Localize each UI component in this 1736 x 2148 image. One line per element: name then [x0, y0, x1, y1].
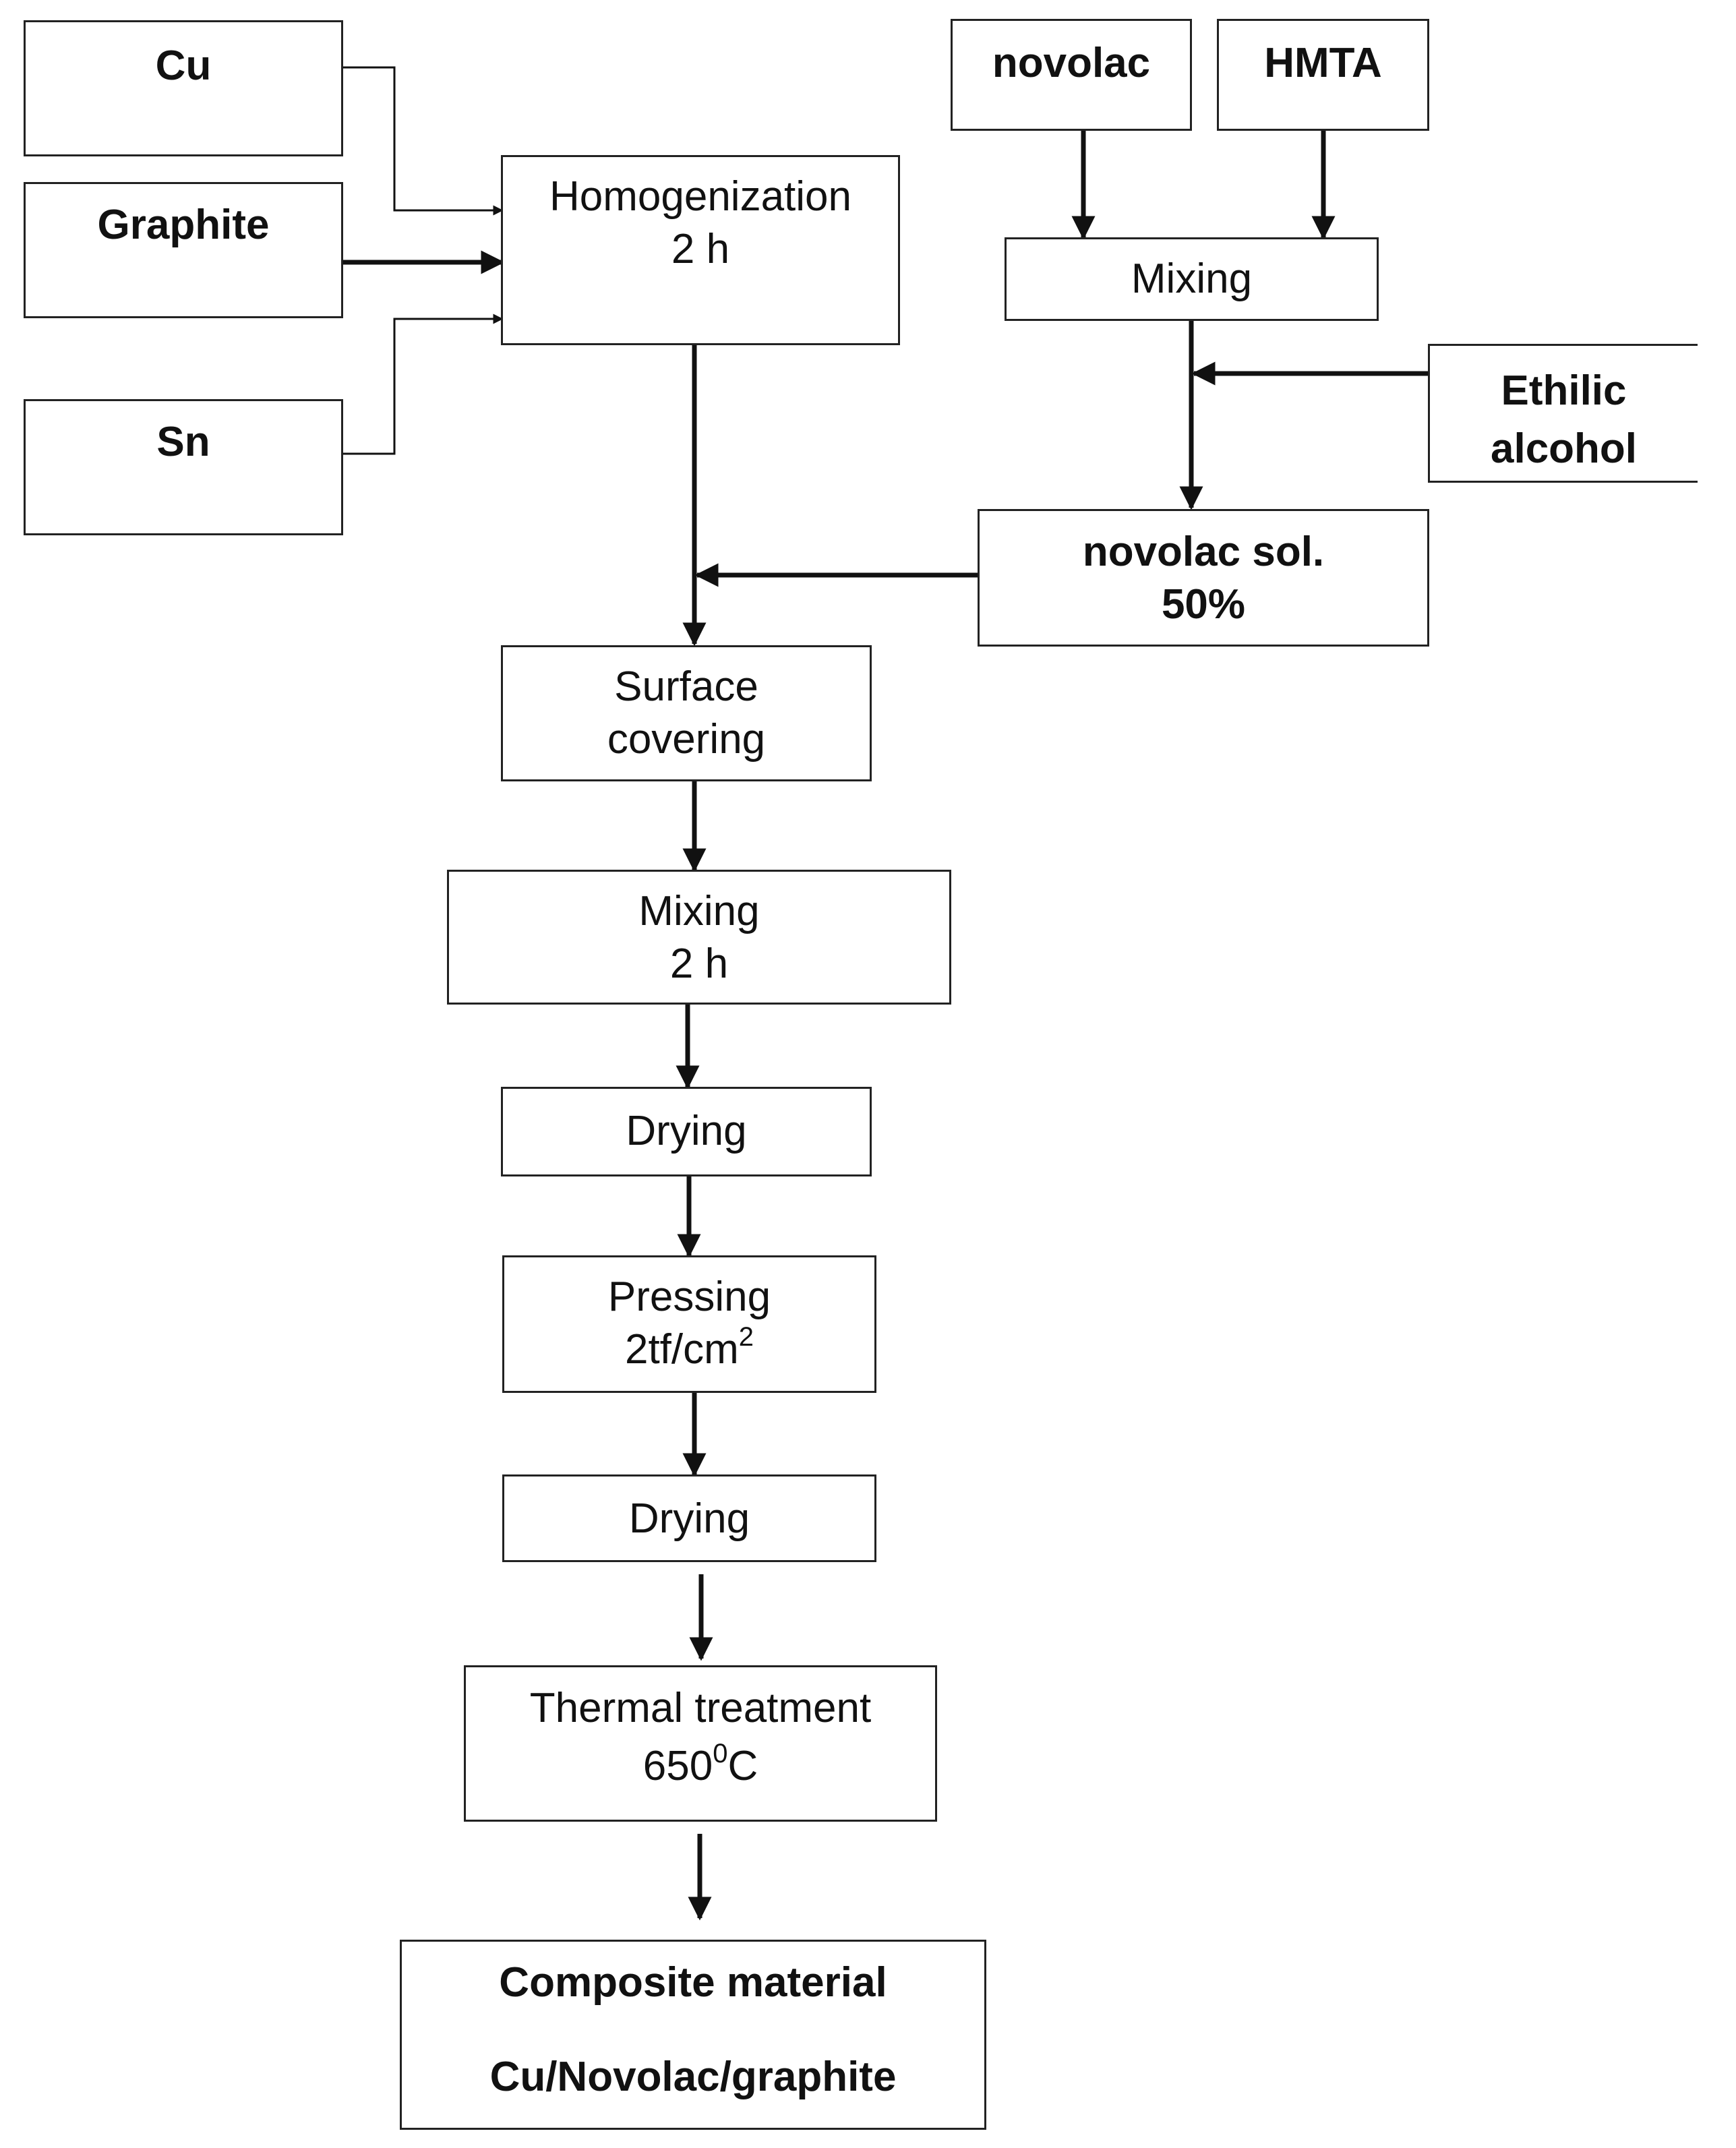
composite-material-label: Composite material [499, 1959, 887, 2006]
arrow-sn-to-homogenization [342, 314, 504, 455]
pressing-box: Pressing 2tf/cm2 [502, 1255, 876, 1393]
novolac-solution-line2: 50% [1161, 581, 1246, 628]
graphite-label: Graphite [97, 202, 270, 248]
surface-covering-line1: Surface [614, 663, 758, 710]
ethilic-alcohol-line2: alcohol [1490, 425, 1638, 472]
mixing-2h-duration: 2 h [669, 941, 729, 987]
pressing-pressure-exponent: 2 [738, 1322, 754, 1352]
novolac-label: novolac [992, 40, 1151, 86]
cu-box: Cu [24, 20, 343, 156]
drying-2-box: Drying [502, 1474, 876, 1562]
ethilic-alcohol-box: Ethilic alcohol [1428, 344, 1698, 483]
drying-2-label: Drying [628, 1495, 750, 1542]
thermal-treatment-temp-value: 650 [642, 1743, 713, 1789]
arrow-cu-to-homogenization [342, 66, 504, 216]
composite-material-formula: Cu/Novolac/graphite [489, 2054, 897, 2100]
thermal-treatment-box: Thermal treatment 6500C [464, 1665, 937, 1822]
drying-1-box: Drying [501, 1087, 872, 1176]
homogenization-duration: 2 h [671, 226, 730, 272]
pressing-label: Pressing [607, 1274, 771, 1320]
thermal-treatment-temperature: 6500C [466, 1740, 935, 1789]
pressing-pressure: 2tf/cm2 [504, 1323, 874, 1373]
surface-covering-box: Surface covering [501, 645, 872, 781]
ethilic-alcohol-line1: Ethilic [1501, 367, 1627, 414]
mixing-resin-box: Mixing [1005, 237, 1379, 321]
hmta-label: HMTA [1264, 40, 1382, 86]
mixing-2h-label: Mixing [638, 888, 760, 934]
drying-1-label: Drying [626, 1108, 747, 1154]
thermal-treatment-degree: 0 [713, 1739, 728, 1768]
graphite-box: Graphite [24, 182, 343, 318]
composite-material-box: Composite material Cu/Novolac/graphite [400, 1940, 986, 2130]
sn-box: Sn [24, 399, 343, 535]
cu-label: Cu [155, 42, 212, 89]
thermal-treatment-temp-unit: C [727, 1743, 758, 1789]
thermal-treatment-label: Thermal treatment [529, 1685, 872, 1731]
novolac-solution-box: novolac sol. 50% [978, 509, 1429, 647]
pressing-pressure-value: 2tf/cm [624, 1326, 739, 1373]
sn-label: Sn [156, 419, 210, 465]
mixing-resin-label: Mixing [1131, 256, 1253, 302]
homogenization-box: Homogenization 2 h [501, 155, 900, 345]
mixing-2h-box: Mixing 2 h [447, 870, 951, 1005]
hmta-box: HMTA [1217, 19, 1429, 131]
novolac-box: novolac [951, 19, 1192, 131]
surface-covering-line2: covering [607, 716, 766, 763]
novolac-solution-line1: novolac sol. [1082, 529, 1325, 575]
homogenization-label: Homogenization [549, 173, 852, 220]
